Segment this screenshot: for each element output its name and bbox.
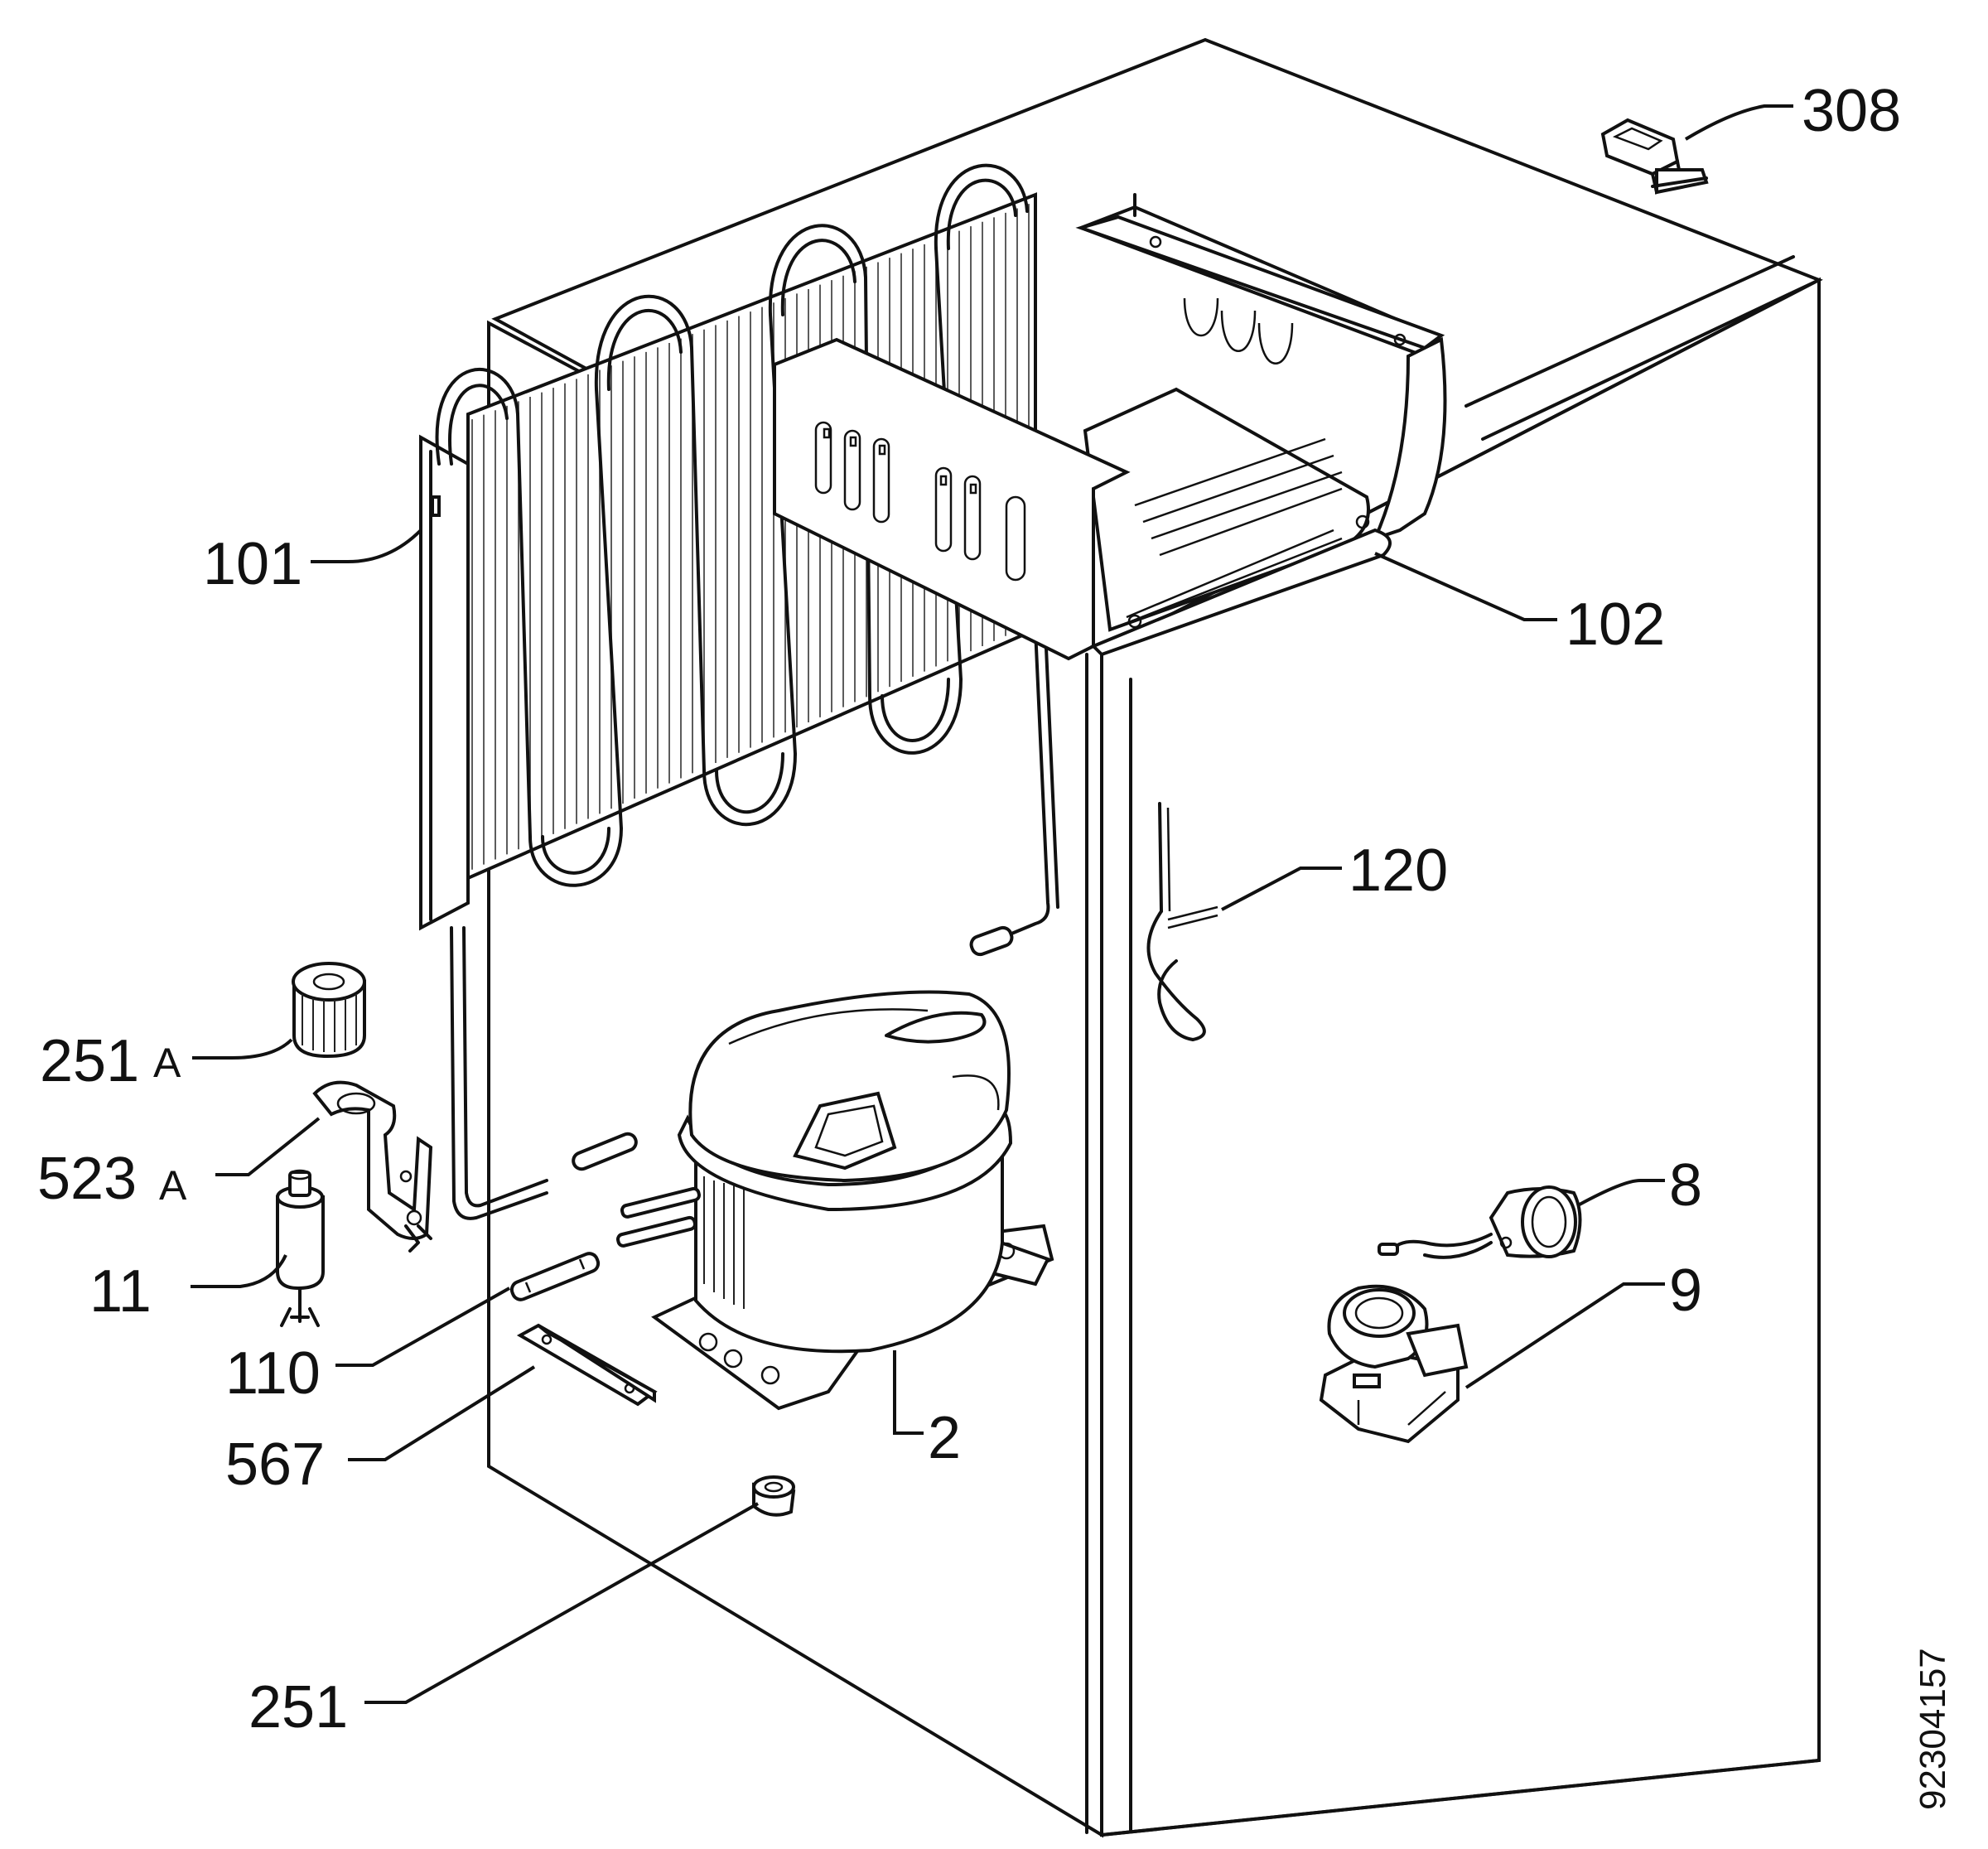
label-101: 101 bbox=[203, 531, 302, 597]
part-labels: 308 101 102 120 251 A 523 A 11 110 567 2… bbox=[37, 78, 1901, 1740]
leader-120 bbox=[1221, 867, 1342, 911]
label-8: 8 bbox=[1669, 1152, 1702, 1219]
relay-9 bbox=[1319, 1284, 1469, 1444]
leader-251a bbox=[192, 1038, 293, 1060]
label-567: 567 bbox=[225, 1431, 325, 1498]
document-number: 92304157 bbox=[1913, 1648, 1953, 1810]
label-251a-number: 251 bbox=[40, 1028, 139, 1094]
label-120: 120 bbox=[1349, 838, 1448, 904]
label-102: 102 bbox=[1566, 591, 1665, 658]
grommet-251a bbox=[292, 962, 366, 1059]
label-523a-suffix: A bbox=[159, 1162, 187, 1209]
leader-308 bbox=[1684, 104, 1793, 141]
tube-110 bbox=[509, 1132, 638, 1301]
evaporator-102 bbox=[773, 193, 1447, 661]
thermostat-sensor-120 bbox=[1146, 802, 1218, 1041]
mounting-bracket-523a bbox=[312, 1080, 433, 1253]
leader-9 bbox=[1464, 1282, 1665, 1389]
hinge-cover-308 bbox=[1600, 118, 1709, 195]
bracket-567 bbox=[516, 1323, 658, 1407]
label-2: 2 bbox=[928, 1405, 961, 1471]
leader-251 bbox=[364, 1502, 759, 1704]
leader-11 bbox=[191, 1254, 287, 1288]
leader-102 bbox=[1374, 552, 1557, 621]
label-251a-suffix: A bbox=[153, 1040, 181, 1086]
leader-110 bbox=[335, 1287, 510, 1367]
starter-capacitor-11 bbox=[276, 1169, 325, 1327]
label-11: 11 bbox=[89, 1258, 152, 1325]
label-9: 9 bbox=[1669, 1258, 1702, 1324]
label-308: 308 bbox=[1802, 78, 1901, 144]
leader-8 bbox=[1577, 1179, 1665, 1207]
label-251: 251 bbox=[248, 1674, 348, 1740]
leader-lines bbox=[191, 104, 1793, 1704]
label-523a-number: 523 bbox=[37, 1146, 137, 1212]
label-110: 110 bbox=[225, 1340, 321, 1407]
compressor-2 bbox=[615, 990, 1054, 1411]
nut-251 bbox=[752, 1475, 796, 1517]
overload-protector-8 bbox=[1378, 1185, 1582, 1259]
leader-523a bbox=[215, 1117, 321, 1176]
leader-567 bbox=[348, 1365, 536, 1461]
refrigerator-cabinet bbox=[487, 37, 1823, 1838]
leader-2 bbox=[893, 1350, 924, 1435]
leader-101 bbox=[311, 529, 422, 563]
